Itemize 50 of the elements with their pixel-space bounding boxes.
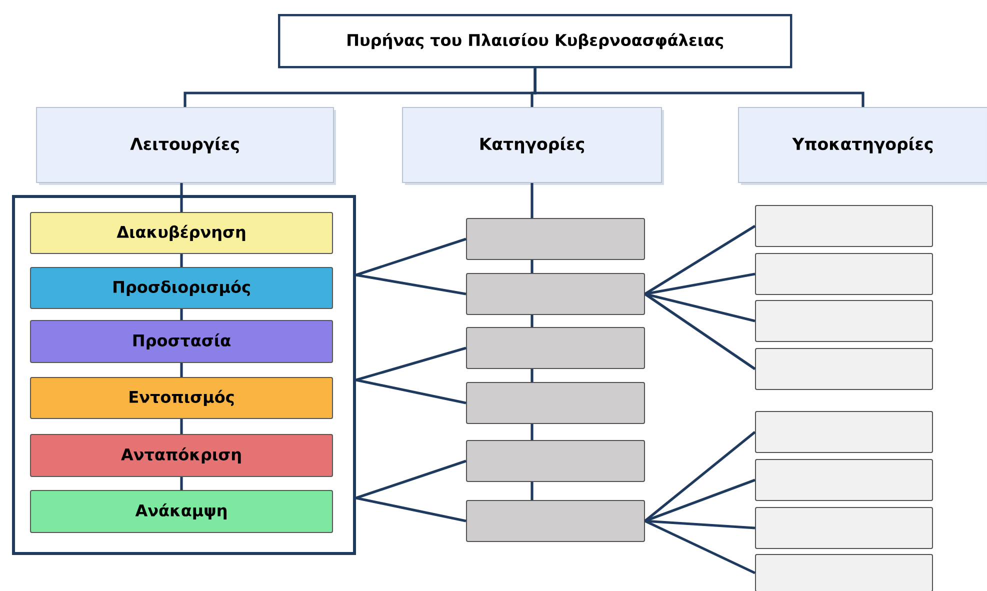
connector-line: [356, 378, 466, 404]
connector-line: [530, 369, 534, 382]
connector-line: [180, 183, 183, 212]
category-box: [466, 440, 645, 482]
connector-line: [180, 419, 183, 434]
subcategory-box: [755, 459, 933, 501]
connector-line: [356, 238, 466, 276]
category-box: [466, 218, 645, 260]
function-bar: Προσδιορισμός: [30, 267, 333, 309]
connector-line: [356, 460, 466, 500]
category-box: [466, 500, 645, 542]
connector-line: [180, 254, 183, 267]
connector-line: [530, 424, 534, 440]
connector-line: [644, 520, 756, 530]
header-box: Λειτουργίες: [36, 107, 334, 183]
function-bar: Ανταπόκριση: [30, 434, 333, 477]
subcategory-box: [755, 348, 933, 390]
connector-line: [644, 520, 756, 574]
connector-line: [644, 478, 756, 522]
connector-line: [356, 346, 466, 382]
header-box: Κατηγορίες: [402, 107, 662, 183]
connector-line: [530, 482, 534, 500]
connector-line: [180, 309, 183, 320]
subcategory-box: [755, 411, 933, 453]
connector-line: [356, 274, 466, 296]
subcategory-box: [755, 253, 933, 295]
function-bar: Ανάκαμψη: [30, 490, 333, 533]
function-bar: Διακυβέρνηση: [30, 212, 333, 254]
connector-line: [530, 315, 534, 327]
subcategory-box: [755, 300, 933, 342]
subcategory-box: [755, 554, 933, 591]
connector-line: [530, 183, 534, 218]
connector-line: [180, 477, 183, 490]
function-bar: Εντοπισμός: [30, 377, 333, 419]
category-box: [466, 382, 645, 424]
title-box: Πυρήνας του Πλαισίου Κυβερνοασφάλειας: [278, 14, 792, 68]
connector-line: [644, 224, 756, 296]
connector-line: [534, 68, 864, 107]
group-frame: [12, 195, 356, 555]
connector-line: [644, 430, 756, 522]
connector-line: [530, 260, 534, 273]
subcategory-box: [755, 205, 933, 247]
connector-line: [356, 496, 466, 522]
category-box: [466, 327, 645, 369]
connector-line: [644, 292, 756, 370]
function-bar: Προστασία: [30, 320, 333, 363]
subcategory-box: [755, 507, 933, 549]
header-box: Υποκατηγορίες: [738, 107, 987, 183]
category-box: [466, 273, 645, 315]
connector-line: [180, 363, 183, 377]
